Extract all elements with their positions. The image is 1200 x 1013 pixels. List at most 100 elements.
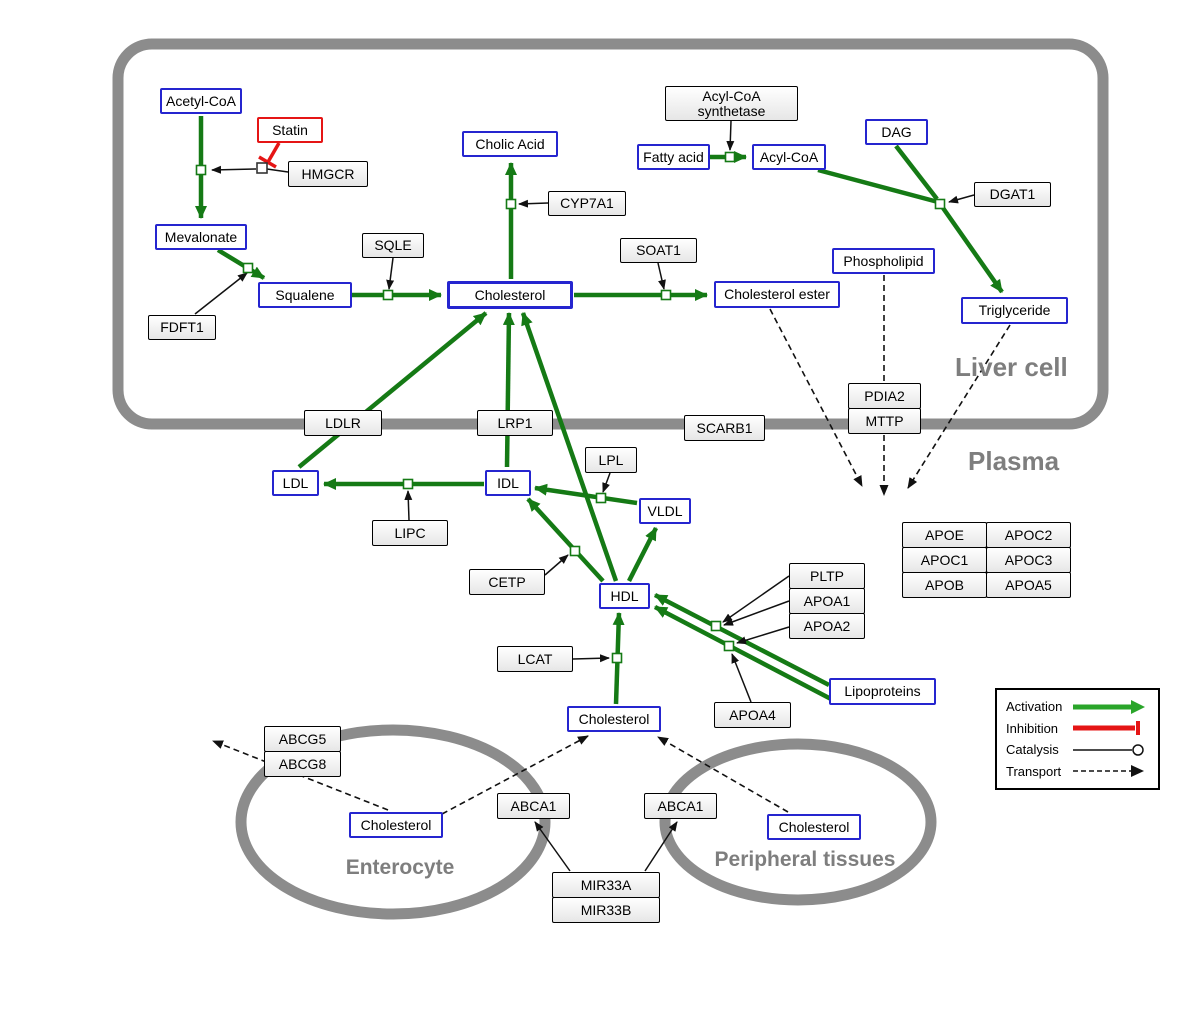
node-abca1-right[interactable]: ABCA1 (644, 793, 717, 819)
legend: Activation Inhibition Catalysis Transpor… (995, 688, 1160, 790)
node-apoa2[interactable]: APOA2 (789, 613, 865, 639)
node-label: Cholesterol (474, 286, 546, 303)
node-label: LDL (282, 474, 309, 491)
node-label: ABCA1 (510, 797, 557, 814)
node-abcg5[interactable]: ABCG5 (264, 726, 341, 752)
legend-row-inhibition: Inhibition (1006, 719, 1149, 738)
node-label: Fatty acid (643, 148, 704, 165)
catalysis-edges (194, 120, 975, 872)
node-apoc2[interactable]: APOC2 (986, 522, 1071, 548)
node-lrp1[interactable]: LRP1 (477, 410, 553, 436)
node-pdia2[interactable]: PDIA2 (848, 383, 921, 409)
enterocyte-label: Enterocyte (345, 856, 455, 879)
node-triglyceride[interactable]: Triglyceride (961, 297, 1068, 324)
node-lcat[interactable]: LCAT (497, 646, 573, 672)
node-label: ABCG8 (278, 755, 327, 772)
node-cyp7a1[interactable]: CYP7A1 (548, 191, 626, 216)
node-squalene[interactable]: Squalene (258, 282, 352, 308)
enterocyte-membrane (235, 724, 551, 920)
node-abcg8[interactable]: ABCG8 (264, 751, 341, 777)
node-label: Cholic Acid (475, 135, 545, 152)
node-label: SQLE (374, 237, 412, 254)
node-label: HDL (610, 587, 639, 604)
node-idl[interactable]: IDL (485, 470, 531, 496)
node-lpl[interactable]: LPL (585, 447, 637, 473)
node-label: SCARB1 (696, 419, 753, 436)
node-label: Cholesterol (578, 710, 650, 727)
legend-activation-label: Activation (1006, 699, 1063, 714)
node-phospholipid[interactable]: Phospholipid (832, 248, 935, 274)
node-apoa1[interactable]: APOA1 (789, 588, 865, 614)
node-lipc[interactable]: LIPC (372, 520, 448, 546)
node-cholesterol-ester[interactable]: Cholesterol ester (714, 281, 840, 308)
node-dgat1[interactable]: DGAT1 (974, 182, 1051, 207)
node-vldl[interactable]: VLDL (639, 498, 691, 524)
reaction-nodes (195, 151, 946, 664)
node-mevalonate[interactable]: Mevalonate (155, 224, 247, 250)
node-apoa4[interactable]: APOA4 (714, 702, 791, 728)
node-mir33a[interactable]: MIR33A (552, 872, 660, 898)
legend-row-catalysis: Catalysis (1006, 740, 1149, 759)
node-cholesterol-enterocyte[interactable]: Cholesterol (349, 812, 443, 838)
node-label: Squalene (275, 286, 335, 303)
node-label: Cholesterol (778, 818, 850, 835)
activation-edges (195, 116, 1004, 705)
plasma-label: Plasma (968, 446, 1060, 476)
transport-dashed-arrow-icon (1073, 765, 1144, 778)
node-cholic-acid[interactable]: Cholic Acid (462, 131, 558, 157)
node-sqle[interactable]: SQLE (362, 233, 424, 258)
node-soat1[interactable]: SOAT1 (620, 238, 697, 263)
node-apoa5[interactable]: APOA5 (986, 572, 1071, 598)
node-label: LDLR (325, 414, 361, 431)
node-acyl-coa-synthetase[interactable]: Acyl-CoA synthetase (665, 86, 798, 121)
node-label: CETP (488, 573, 526, 590)
node-acetyl-coa[interactable]: Acetyl-CoA (160, 88, 242, 114)
node-cholesterol-liver[interactable]: Cholesterol (447, 281, 573, 309)
node-abca1-left[interactable]: ABCA1 (497, 793, 570, 819)
node-statin[interactable]: Statin (257, 117, 323, 143)
legend-catalysis-label: Catalysis (1006, 742, 1059, 758)
inhibition-edge (258, 142, 281, 169)
node-mir33b[interactable]: MIR33B (552, 897, 660, 923)
node-fdft1[interactable]: FDFT1 (148, 315, 216, 340)
node-label: Acyl-CoA (759, 148, 819, 165)
node-label: APOE (925, 526, 964, 543)
node-hmgcr[interactable]: HMGCR (288, 161, 368, 187)
node-scarb1[interactable]: SCARB1 (684, 415, 765, 441)
node-apob[interactable]: APOB (902, 572, 987, 598)
node-label: FDFT1 (160, 319, 204, 336)
node-label: MIR33B (580, 901, 632, 918)
node-label: ABCA1 (657, 797, 704, 814)
node-lipoproteins[interactable]: Lipoproteins (829, 678, 936, 705)
node-label: LPL (598, 451, 624, 468)
node-label: Phospholipid (843, 252, 924, 269)
node-hdl[interactable]: HDL (599, 583, 650, 609)
node-pltp[interactable]: PLTP (789, 563, 865, 589)
node-label: IDL (497, 474, 519, 491)
node-fatty-acid[interactable]: Fatty acid (637, 144, 710, 170)
node-ldlr[interactable]: LDLR (304, 410, 382, 436)
node-apoe[interactable]: APOE (902, 522, 987, 548)
node-apoc3[interactable]: APOC3 (986, 547, 1071, 573)
peripheral-tissues-label: Peripheral tissues (714, 848, 896, 871)
peripheral-tissues-membrane (659, 738, 937, 906)
node-label: LRP1 (497, 414, 533, 431)
liver-cell-membrane (112, 38, 1109, 430)
node-dag[interactable]: DAG (865, 119, 928, 145)
node-ldl[interactable]: LDL (272, 470, 319, 496)
node-label: Lipoproteins (844, 683, 921, 700)
node-label: Acyl-CoA synthetase (697, 87, 766, 119)
node-label: Statin (272, 121, 308, 138)
node-label: PDIA2 (864, 387, 905, 404)
node-acyl-coa[interactable]: Acyl-CoA (752, 144, 826, 170)
node-cholesterol-peripheral[interactable]: Cholesterol (767, 814, 861, 840)
node-label: APOB (925, 576, 964, 593)
node-label: Cholesterol ester (724, 286, 830, 303)
node-label: APOC3 (1004, 551, 1053, 568)
node-cetp[interactable]: CETP (469, 569, 545, 595)
node-cholesterol-plasma[interactable]: Cholesterol (567, 706, 661, 732)
node-mttp[interactable]: MTTP (848, 408, 921, 434)
node-apoc1[interactable]: APOC1 (902, 547, 987, 573)
node-label: ABCG5 (278, 730, 327, 747)
